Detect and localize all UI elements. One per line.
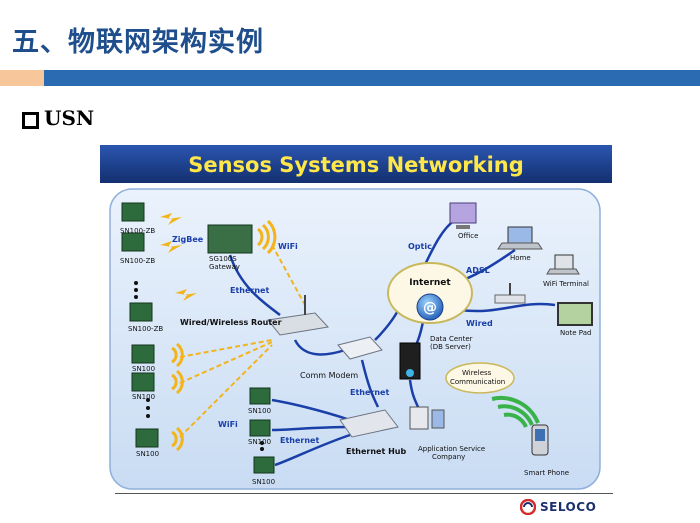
note-pad-icon (557, 302, 593, 326)
home-laptop-icon (497, 226, 543, 250)
label-router: Wired/Wireless Router (180, 318, 282, 327)
label-wifi-top: WiFi (278, 242, 298, 251)
seloco-logo-icon (520, 499, 536, 515)
label-wireless: Wireless (462, 369, 492, 377)
office-computer-icon (449, 202, 477, 229)
application-service-icon (409, 406, 445, 430)
label-sn100-2: SN100 (132, 393, 155, 401)
label-smart-phone: Smart Phone (524, 469, 569, 477)
db-server-icon (399, 342, 421, 380)
label-app-service: Application Service (418, 445, 485, 453)
ethernet-hub-icon (339, 409, 399, 438)
label-wifi-bottom: WiFi (218, 420, 238, 429)
label-sn100-zb-1: SN100-ZB (120, 227, 155, 235)
comm-modem-icon (337, 336, 383, 360)
label-adsl: ADSL (466, 266, 490, 275)
seloco-logo: SELOCO (520, 497, 600, 517)
title-bar (44, 70, 700, 86)
wifi-terminal-icon (546, 254, 580, 275)
label-ethernet-hub: Ethernet Hub (346, 447, 406, 456)
label-data-center: Data Center (430, 335, 473, 343)
slide-title: 五、物联网架构实例 (12, 27, 264, 58)
label-optic: Optic (408, 242, 432, 251)
access-point-icon (494, 283, 526, 304)
logo-text: SELOCO (540, 500, 597, 514)
label-wired: Wired (466, 319, 493, 328)
gateway-board-icon (207, 224, 253, 254)
label-sn100-zb-3: SN100-ZB (128, 325, 163, 333)
label-ethernet-left: Ethernet (230, 286, 269, 295)
network-diagram: Sensos Systems Networking (100, 145, 612, 495)
label-wifi-terminal: WiFi Terminal (543, 280, 589, 288)
label-sg100s: SG100S (209, 255, 237, 263)
label-communication: Communication (450, 378, 505, 386)
title-bar-accent (0, 70, 44, 86)
label-sn100-3: SN100 (136, 450, 159, 458)
more-devices-dots (134, 281, 264, 451)
label-db-server: (DB Server) (430, 343, 471, 351)
bullet-square-icon (22, 112, 39, 129)
label-sn100-6: SN100 (252, 478, 275, 486)
label-ethernet-mid: Ethernet (350, 388, 389, 397)
label-ethernet-bottom: Ethernet (280, 436, 319, 445)
label-internet: Internet (409, 278, 451, 288)
label-comm-modem: Comm Modem (300, 371, 358, 380)
wifi-wave-icons (171, 219, 277, 452)
diagram-banner (100, 145, 612, 183)
svg-text:@: @ (423, 300, 437, 316)
label-home: Home (510, 254, 531, 262)
label-sn100-1: SN100 (132, 365, 155, 373)
label-note-pad: Note Pad (560, 329, 591, 337)
label-office: Office (458, 232, 478, 240)
label-sn100-zb-2: SN100-ZB (120, 257, 155, 265)
footer-divider (115, 493, 613, 494)
label-zigbee: ZigBee (172, 235, 204, 244)
internet-cloud-icon: @ (387, 262, 473, 324)
wireless-lines (179, 244, 306, 438)
diagram-banner-title: Sensos Systems Networking (188, 153, 524, 177)
label-gateway: Gateway (209, 263, 240, 271)
zigbee-signal-icons (160, 213, 197, 301)
label-sn100-4: SN100 (248, 407, 271, 415)
bullet-heading: USN (44, 106, 95, 130)
wireless-communication-wave-icon (491, 396, 540, 428)
sensor-board-icons (121, 202, 275, 474)
wireless-cloud-icon (445, 362, 515, 394)
label-sn100-5: SN100 (248, 438, 271, 446)
smart-phone-icon (531, 424, 549, 456)
label-company: Company (432, 453, 465, 461)
router-icon (267, 295, 329, 336)
